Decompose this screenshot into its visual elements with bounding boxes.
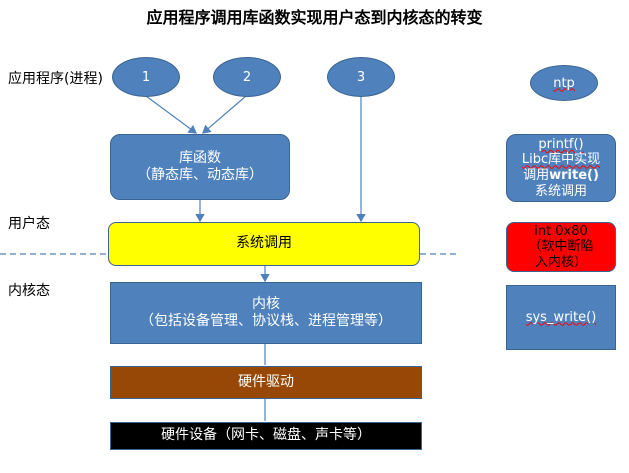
driver-box: 硬件驱动 (110, 366, 422, 399)
printf-line3-b: write() (549, 168, 599, 183)
process-circle-1: 1 (112, 57, 180, 97)
sys-write-label: sys_write() (525, 309, 597, 325)
library-title: 库函数 (179, 149, 221, 166)
library-subtitle: （静态库、动态库） (137, 167, 263, 183)
arrow-p1-lib (145, 95, 197, 134)
printf-line4: 系统调用 (534, 183, 587, 199)
library-box: 库函数 （静态库、动态库） (110, 134, 290, 200)
printf-line2-text: Libc库中实现 (521, 152, 601, 168)
printf-box: printf() Libc库中实现 调用write() 系统调用 (506, 134, 616, 202)
hardware-box: 硬件设备（网卡、磁盘、声卡等） (110, 422, 422, 450)
printf-line3-a: 调用 (523, 168, 550, 183)
int80-line3: 入内核） (534, 254, 587, 270)
syscall-label: 系统调用 (236, 235, 292, 252)
arrow-p2-lib (202, 95, 247, 134)
ntp-label: ntp (553, 75, 575, 91)
kernel-title: 内核 (252, 295, 280, 312)
page-title: 应用程序调用库函数实现用户态到内核态的转变 (146, 8, 483, 27)
printf-line1: printf() (538, 136, 584, 152)
kernel-box: 内核 （包括设备管理、协议栈、进程管理等） (110, 282, 422, 344)
int80-line2: （软中断陷 (528, 239, 594, 255)
driver-label: 硬件驱动 (238, 373, 294, 390)
process-circle-2: 2 (213, 57, 281, 97)
int80-line1: int 0x80 (534, 223, 588, 239)
user-mode-label: 用户态 (8, 216, 50, 232)
syscall-box: 系统调用 (108, 222, 420, 266)
kernel-subtitle: （包括设备管理、协议栈、进程管理等） (140, 313, 392, 329)
printf-line3: 调用write() (523, 168, 599, 184)
printf-line2: Libc库中实现 (522, 152, 600, 168)
process-circle-3: 3 (327, 57, 395, 97)
ntp-circle: ntp (530, 65, 598, 101)
app-process-label: 应用程序(进程) (8, 71, 103, 87)
int80-box: int 0x80 （软中断陷 入内核） (506, 222, 616, 272)
kernel-mode-label: 内核态 (8, 283, 50, 299)
hardware-label: 硬件设备（网卡、磁盘、声卡等） (161, 427, 371, 444)
sys-write-box: sys_write() (506, 285, 616, 350)
